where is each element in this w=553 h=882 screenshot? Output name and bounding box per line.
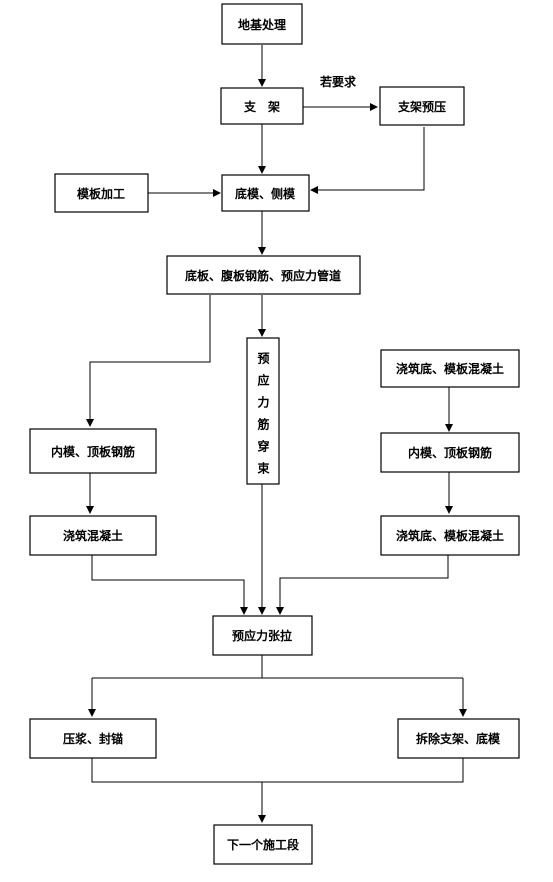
edge-pour-bottom-right-2-to-tensioning <box>276 555 449 615</box>
node-pour-bottom-right-2-label: 浇筑底、模板混凝土 <box>396 528 504 543</box>
node-foundation: 地基处理 <box>221 3 303 45</box>
edge-label-if-required: 若要求 <box>319 74 357 89</box>
node-inner-form-rebar-left-label: 内模、顶板钢筋 <box>51 444 135 459</box>
node-rebar-duct-box <box>166 255 361 295</box>
node-next-section-label: 下一个施工段 <box>227 837 300 852</box>
node-pour-bottom-right-2: 浇筑底、模板混凝土 <box>380 515 520 556</box>
node-inner-form-rebar-right: 内模、顶板钢筋 <box>380 432 520 473</box>
node-support: 支 架 <box>220 87 304 125</box>
node-pour-bottom-right: 浇筑底、模板混凝土 <box>380 349 520 388</box>
node-pour-concrete-left-box <box>29 515 157 556</box>
node-pour-concrete-left: 浇筑混凝土 <box>29 515 157 556</box>
node-preload-label: 支架预压 <box>397 99 446 114</box>
node-grouting-box <box>29 718 157 759</box>
node-support-label: 支 架 <box>243 99 280 114</box>
node-pour-bottom-right-box <box>380 349 520 388</box>
node-bottom-side-form-box <box>221 174 310 212</box>
node-grouting: 压浆、封锚 <box>29 718 157 759</box>
node-strand-threading: 预应力筋穿束 <box>246 337 280 485</box>
node-pour-bottom-right-label: 浇筑底、模板混凝土 <box>396 361 504 376</box>
node-inner-form-rebar-left-box <box>29 428 157 474</box>
node-strand-threading-box <box>246 337 280 485</box>
node-remove-support-box <box>397 718 520 759</box>
node-inner-form-rebar-left: 内模、顶板钢筋 <box>29 428 157 474</box>
node-preload-box <box>379 86 465 126</box>
edge-pour-concrete-left-to-tensioning <box>91 555 248 615</box>
node-rebar-duct-label: 底板、腹板钢筋、预应力管道 <box>185 268 341 283</box>
node-tensioning: 预应力张拉 <box>212 615 313 656</box>
node-next-section: 下一个施工段 <box>213 824 313 865</box>
node-bottom-side-form-label: 底模、侧模 <box>235 186 296 201</box>
edge-preload-to-bottom-side-form <box>310 127 425 194</box>
edges: 若要求 <box>86 45 467 823</box>
node-next-section-box <box>213 824 313 865</box>
node-tensioning-box <box>212 615 313 656</box>
node-pour-bottom-right-2-box <box>380 515 520 556</box>
node-strand-threading-label: 预应力筋穿束 <box>256 352 270 484</box>
node-formwork-processing-label: 模板加工 <box>77 186 125 201</box>
node-foundation-label: 地基处理 <box>238 17 286 32</box>
node-foundation-box <box>221 3 303 45</box>
node-formwork-processing: 模板加工 <box>54 173 149 213</box>
node-grouting-label: 压浆、封锚 <box>63 731 123 746</box>
node-tensioning-label: 预应力张拉 <box>232 628 292 643</box>
edge-tensioning-to-grouting <box>92 677 463 716</box>
node-bottom-side-form: 底模、侧模 <box>221 174 310 212</box>
edge-remove-support-to-next-section <box>262 758 464 783</box>
node-rebar-duct: 底板、腹板钢筋、预应力管道 <box>166 255 361 295</box>
node-formwork-processing-box <box>54 173 149 213</box>
edge-grouting-to-next-section <box>91 758 262 783</box>
node-preload: 支架预压 <box>379 86 465 126</box>
edge-rebar-duct-to-inner-form-rebar-left <box>86 295 211 427</box>
node-pour-concrete-left-label: 浇筑混凝土 <box>63 528 123 543</box>
node-support-box <box>220 87 304 125</box>
node-inner-form-rebar-right-label: 内模、顶板钢筋 <box>408 445 492 460</box>
node-remove-support: 拆除支架、底模 <box>397 718 520 759</box>
node-remove-support-label: 拆除支架、底模 <box>416 731 501 746</box>
node-inner-form-rebar-right-box <box>380 432 520 473</box>
